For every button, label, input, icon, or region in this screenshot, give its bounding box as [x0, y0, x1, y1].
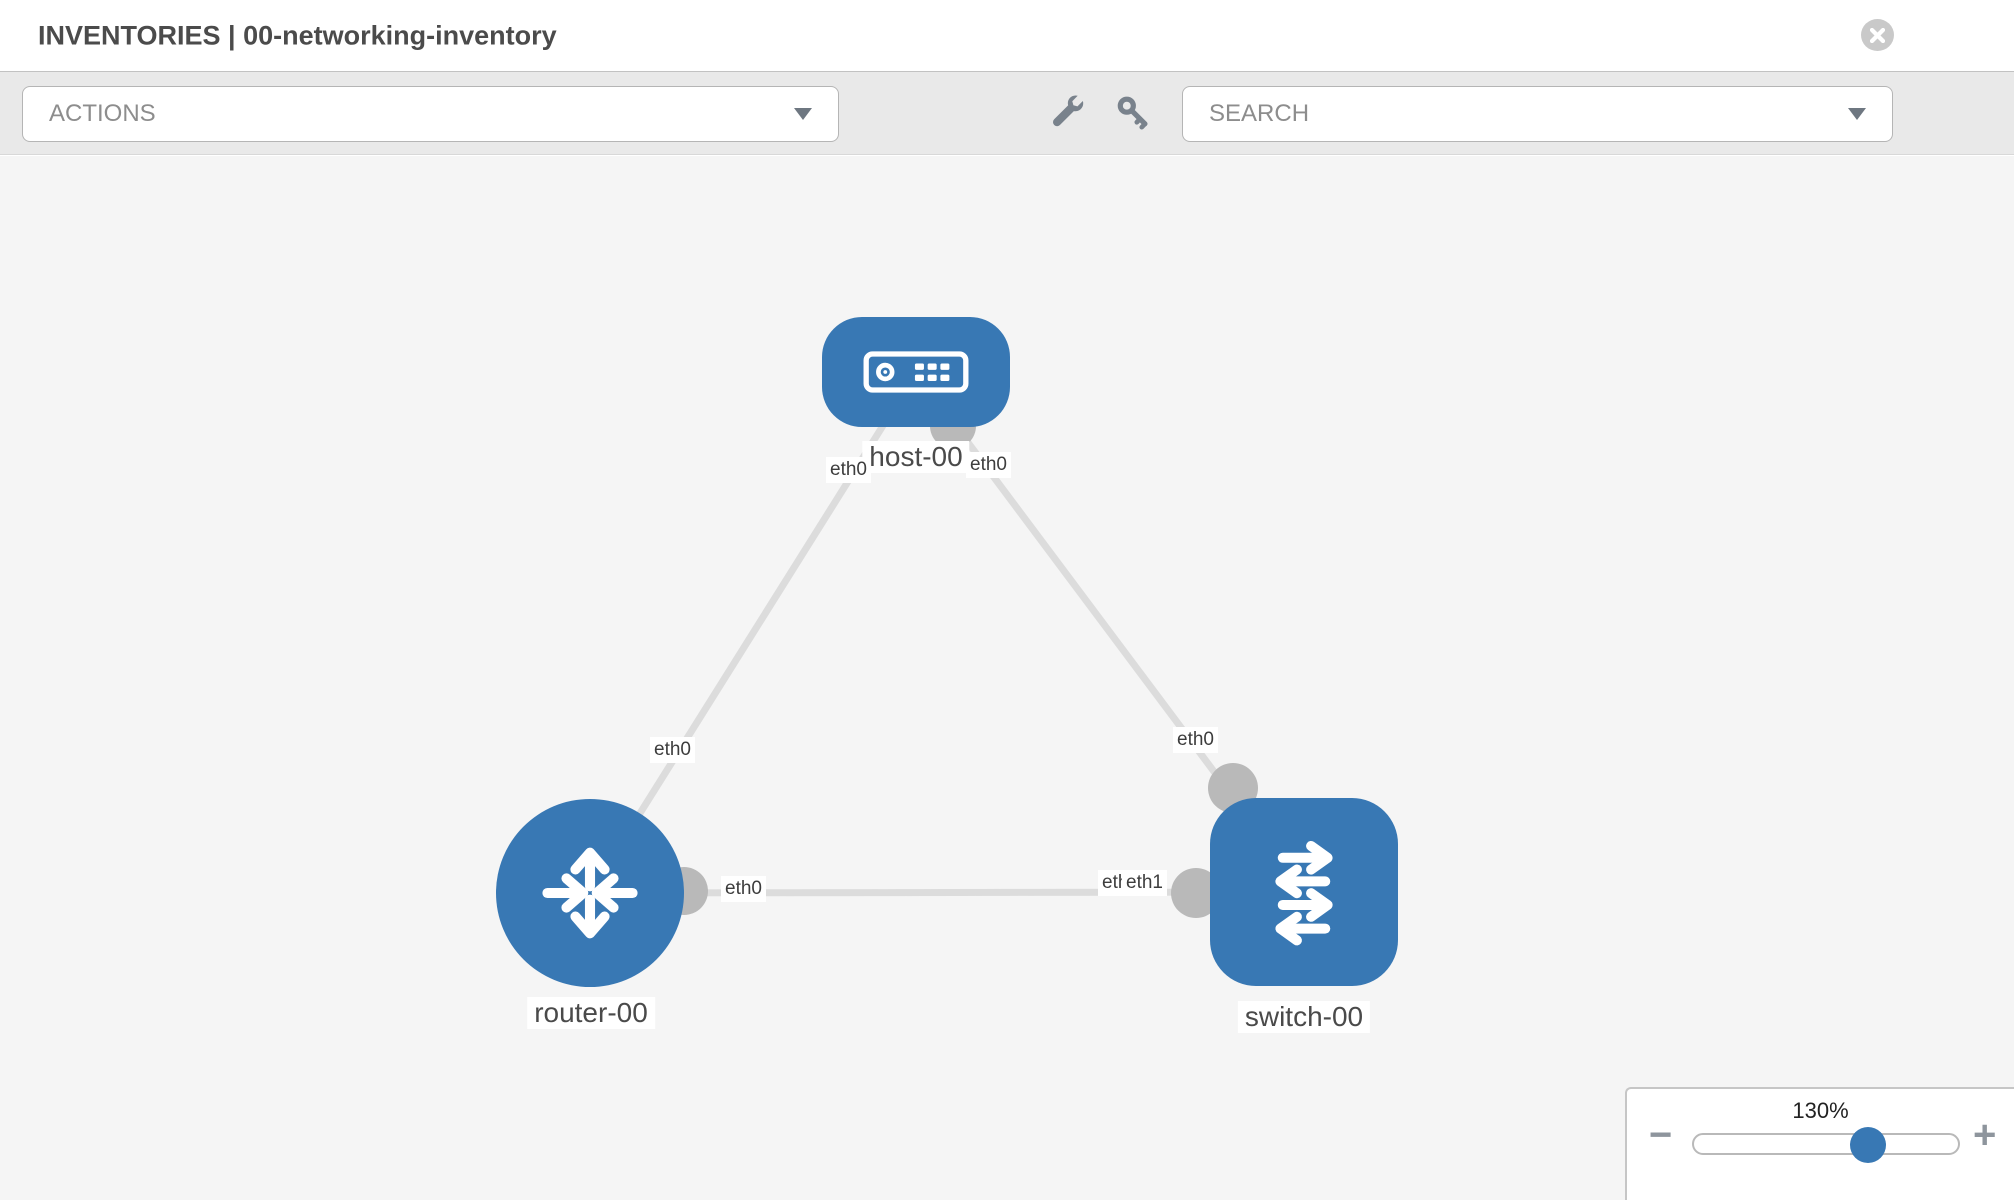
node-label-router-00: router-00: [527, 997, 655, 1029]
node-label-switch-00: switch-00: [1237, 1001, 1371, 1033]
node-label-host-00: host-00: [862, 441, 970, 473]
interface-label-router-eth0-right: eth0: [721, 876, 766, 902]
zoom-in-button[interactable]: +: [1973, 1113, 1997, 1157]
zoom-control-panel: 130% − +: [1625, 1087, 2014, 1200]
interface-label-host-eth0-right: eth0: [966, 452, 1011, 478]
zoom-slider-thumb[interactable]: [1850, 1127, 1886, 1163]
node-host-00[interactable]: [822, 317, 1010, 427]
search-dropdown[interactable]: SEARCH: [1182, 86, 1893, 142]
configure-button[interactable]: [1049, 95, 1085, 131]
page-title: INVENTORIES | 00-networking-inventory: [38, 20, 557, 50]
wrench-icon: [1049, 95, 1085, 134]
close-icon: [1870, 27, 1885, 43]
node-router-00[interactable]: [496, 799, 684, 987]
switch-icon-node[interactable]: [1210, 798, 1398, 986]
interface-label-host-eth0-left: eth0: [826, 457, 871, 483]
topology-links-layer: [587, 370, 1307, 918]
actions-dropdown-label: ACTIONS: [49, 100, 156, 127]
chevron-down-icon: [1848, 108, 1866, 120]
key-icon: [1115, 96, 1151, 134]
zoom-out-button[interactable]: −: [1649, 1113, 1673, 1157]
interface-label-switch-eth0-top: eth0: [1173, 727, 1218, 753]
toolbar: ACTIONS SEARCH: [0, 71, 2014, 155]
switch-icon: [1245, 831, 1363, 953]
chevron-down-icon: [794, 108, 812, 120]
router-icon: [534, 837, 646, 949]
zoom-level-value: 130%: [1792, 1098, 1849, 1123]
close-button[interactable]: [1861, 19, 1894, 51]
search-placeholder: SEARCH: [1209, 100, 1310, 127]
zoom-slider-track[interactable]: [1692, 1127, 1960, 1163]
credentials-button[interactable]: [1115, 95, 1151, 131]
host-icon: [863, 350, 969, 394]
interface-label-router-eth0-up: eth0: [650, 737, 695, 763]
panel-header: INVENTORIES | 00-networking-inventory: [0, 0, 2014, 71]
interface-dot-switch-left: [1171, 868, 1221, 918]
interface-label-switch-eth1: eth1: [1122, 870, 1167, 896]
actions-dropdown[interactable]: ACTIONS: [22, 86, 839, 142]
topology-canvas[interactable]: host-00 router-00 switch-00 eth0 eth0 et…: [0, 156, 2014, 1200]
